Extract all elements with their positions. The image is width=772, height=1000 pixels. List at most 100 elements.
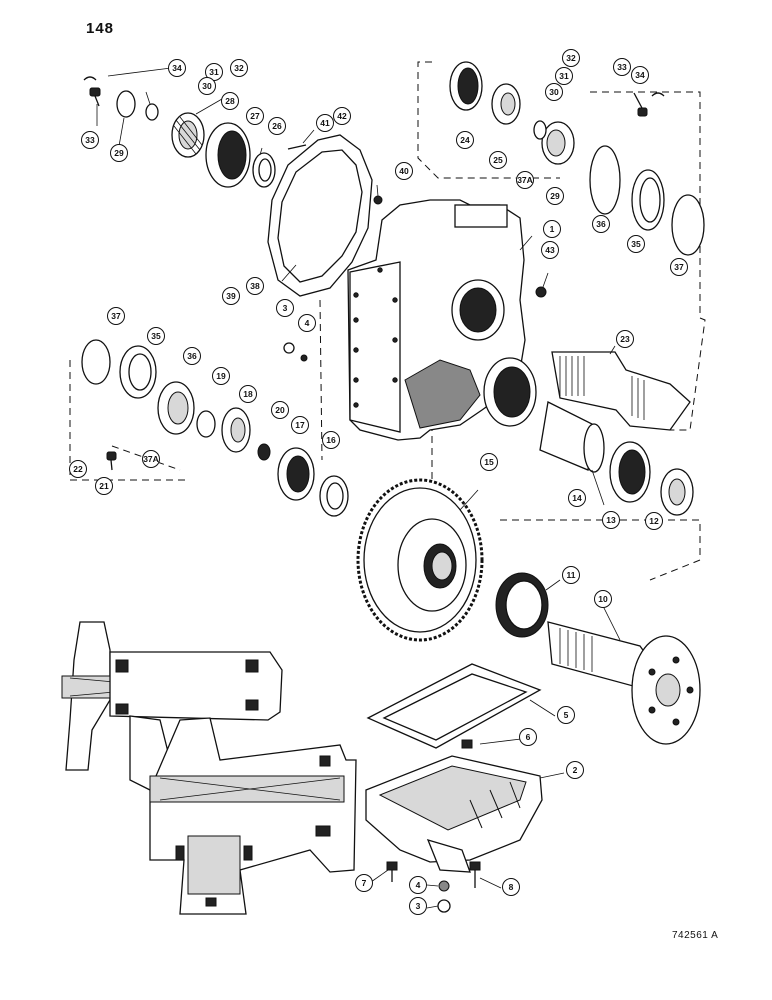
callout-label: 19 xyxy=(216,371,226,381)
callout-label: 33 xyxy=(617,62,627,72)
callout-label: 12 xyxy=(649,516,659,526)
callout-label: 31 xyxy=(209,67,219,77)
callout-label: 21 xyxy=(99,481,109,491)
cotter-pin-34-right xyxy=(651,92,665,97)
callout-28: 28 xyxy=(221,92,239,110)
callout-label: 35 xyxy=(631,239,641,249)
plug-6 xyxy=(461,739,473,749)
plug-40 xyxy=(373,195,383,205)
washer-4-upper xyxy=(300,354,308,362)
callout-23: 23 xyxy=(616,330,634,348)
callout-31: 31 xyxy=(205,63,223,81)
callout-label: 33 xyxy=(85,135,95,145)
callout-label: 42 xyxy=(337,111,347,121)
callout-25: 25 xyxy=(489,151,507,169)
callout-label: 38 xyxy=(250,281,260,291)
callout-21: 21 xyxy=(95,477,113,495)
callout-label: 6 xyxy=(526,732,531,742)
callout-34: 34 xyxy=(168,59,186,77)
callout-43: 43 xyxy=(541,241,559,259)
callout-label: 37A xyxy=(143,454,159,464)
cup-24 xyxy=(449,61,483,111)
plug-43 xyxy=(535,286,547,298)
callout-label: 18 xyxy=(243,389,253,399)
callout-label: 24 xyxy=(460,135,470,145)
output-shaft-10 xyxy=(547,621,701,745)
callout-40: 40 xyxy=(395,162,413,180)
callout-33: 33 xyxy=(81,131,99,149)
cotter-pin-34-upper-left xyxy=(83,76,97,81)
callout-37a: 37A xyxy=(142,450,160,468)
retainer-36-37A-left xyxy=(157,381,195,435)
callout-1: 1 xyxy=(543,220,561,238)
callout-36: 36 xyxy=(183,347,201,365)
cone-bearing-18 xyxy=(221,407,251,453)
callout-37: 37 xyxy=(107,307,125,325)
callout-11: 11 xyxy=(562,566,580,584)
callout-24: 24 xyxy=(456,131,474,149)
callout-26: 26 xyxy=(268,117,286,135)
oil-pan-2 xyxy=(365,755,543,873)
callout-label: 37 xyxy=(111,311,121,321)
callout-37: 37 xyxy=(670,258,688,276)
callout-label: 25 xyxy=(493,155,503,165)
callout-label: 15 xyxy=(484,457,494,467)
callout-label: 30 xyxy=(549,87,559,97)
callout-label: 32 xyxy=(566,53,576,63)
callout-30: 30 xyxy=(545,83,563,101)
callout-38: 38 xyxy=(246,277,264,295)
callout-37a: 37A xyxy=(516,171,534,189)
callout-41: 41 xyxy=(316,114,334,132)
page-number: 148 xyxy=(86,20,115,37)
callout-2: 2 xyxy=(566,761,584,779)
callout-18: 18 xyxy=(239,385,257,403)
callout-3: 3 xyxy=(276,299,294,317)
bolt-3-lower xyxy=(437,899,451,913)
callout-label: 29 xyxy=(550,191,560,201)
o-ring-37-left xyxy=(81,339,111,385)
callout-label: 7 xyxy=(362,878,367,888)
callout-3: 3 xyxy=(409,897,427,915)
gear-15 xyxy=(356,478,484,642)
callout-label: 4 xyxy=(416,880,421,890)
cup-13 xyxy=(609,441,651,503)
callout-33: 33 xyxy=(613,58,631,76)
callout-42: 42 xyxy=(333,107,351,125)
bolt-33-upper-left xyxy=(89,87,101,107)
callout-34: 34 xyxy=(631,66,649,84)
callout-label: 22 xyxy=(73,464,83,474)
callout-label: 2 xyxy=(573,765,578,775)
callout-30: 30 xyxy=(198,77,216,95)
callout-label: 30 xyxy=(202,81,212,91)
callout-12: 12 xyxy=(645,512,663,530)
bolt-8 xyxy=(469,861,481,888)
callout-label: 5 xyxy=(564,710,569,720)
retainer-29-right xyxy=(541,121,575,165)
callout-label: 34 xyxy=(172,63,182,73)
assembly-guide-lines xyxy=(69,61,706,581)
gasket-38 xyxy=(267,134,373,297)
callout-label: 35 xyxy=(151,331,161,341)
cone-bearing-25 xyxy=(491,83,521,125)
callout-label: 10 xyxy=(598,594,608,604)
callout-label: 27 xyxy=(250,111,260,121)
callout-label: 3 xyxy=(283,303,288,313)
o-ring-37-right xyxy=(671,194,705,256)
cone-bearing-28 xyxy=(171,112,205,158)
o-ring-36-right xyxy=(589,145,621,215)
cup-27 xyxy=(205,122,251,188)
callout-label: 26 xyxy=(272,121,282,131)
callout-label: 41 xyxy=(320,118,330,128)
callout-label: 32 xyxy=(234,63,244,73)
bolt-33-right xyxy=(633,92,648,117)
callout-20: 20 xyxy=(271,401,289,419)
callout-27: 27 xyxy=(246,107,264,125)
callout-22: 22 xyxy=(69,460,87,478)
callout-32: 32 xyxy=(562,49,580,67)
sectional-view xyxy=(61,621,357,915)
bolt-21 xyxy=(106,451,117,471)
seal-11 xyxy=(495,572,549,638)
callout-36: 36 xyxy=(592,215,610,233)
shaft-23 xyxy=(551,351,691,431)
shim-20 xyxy=(257,443,271,461)
